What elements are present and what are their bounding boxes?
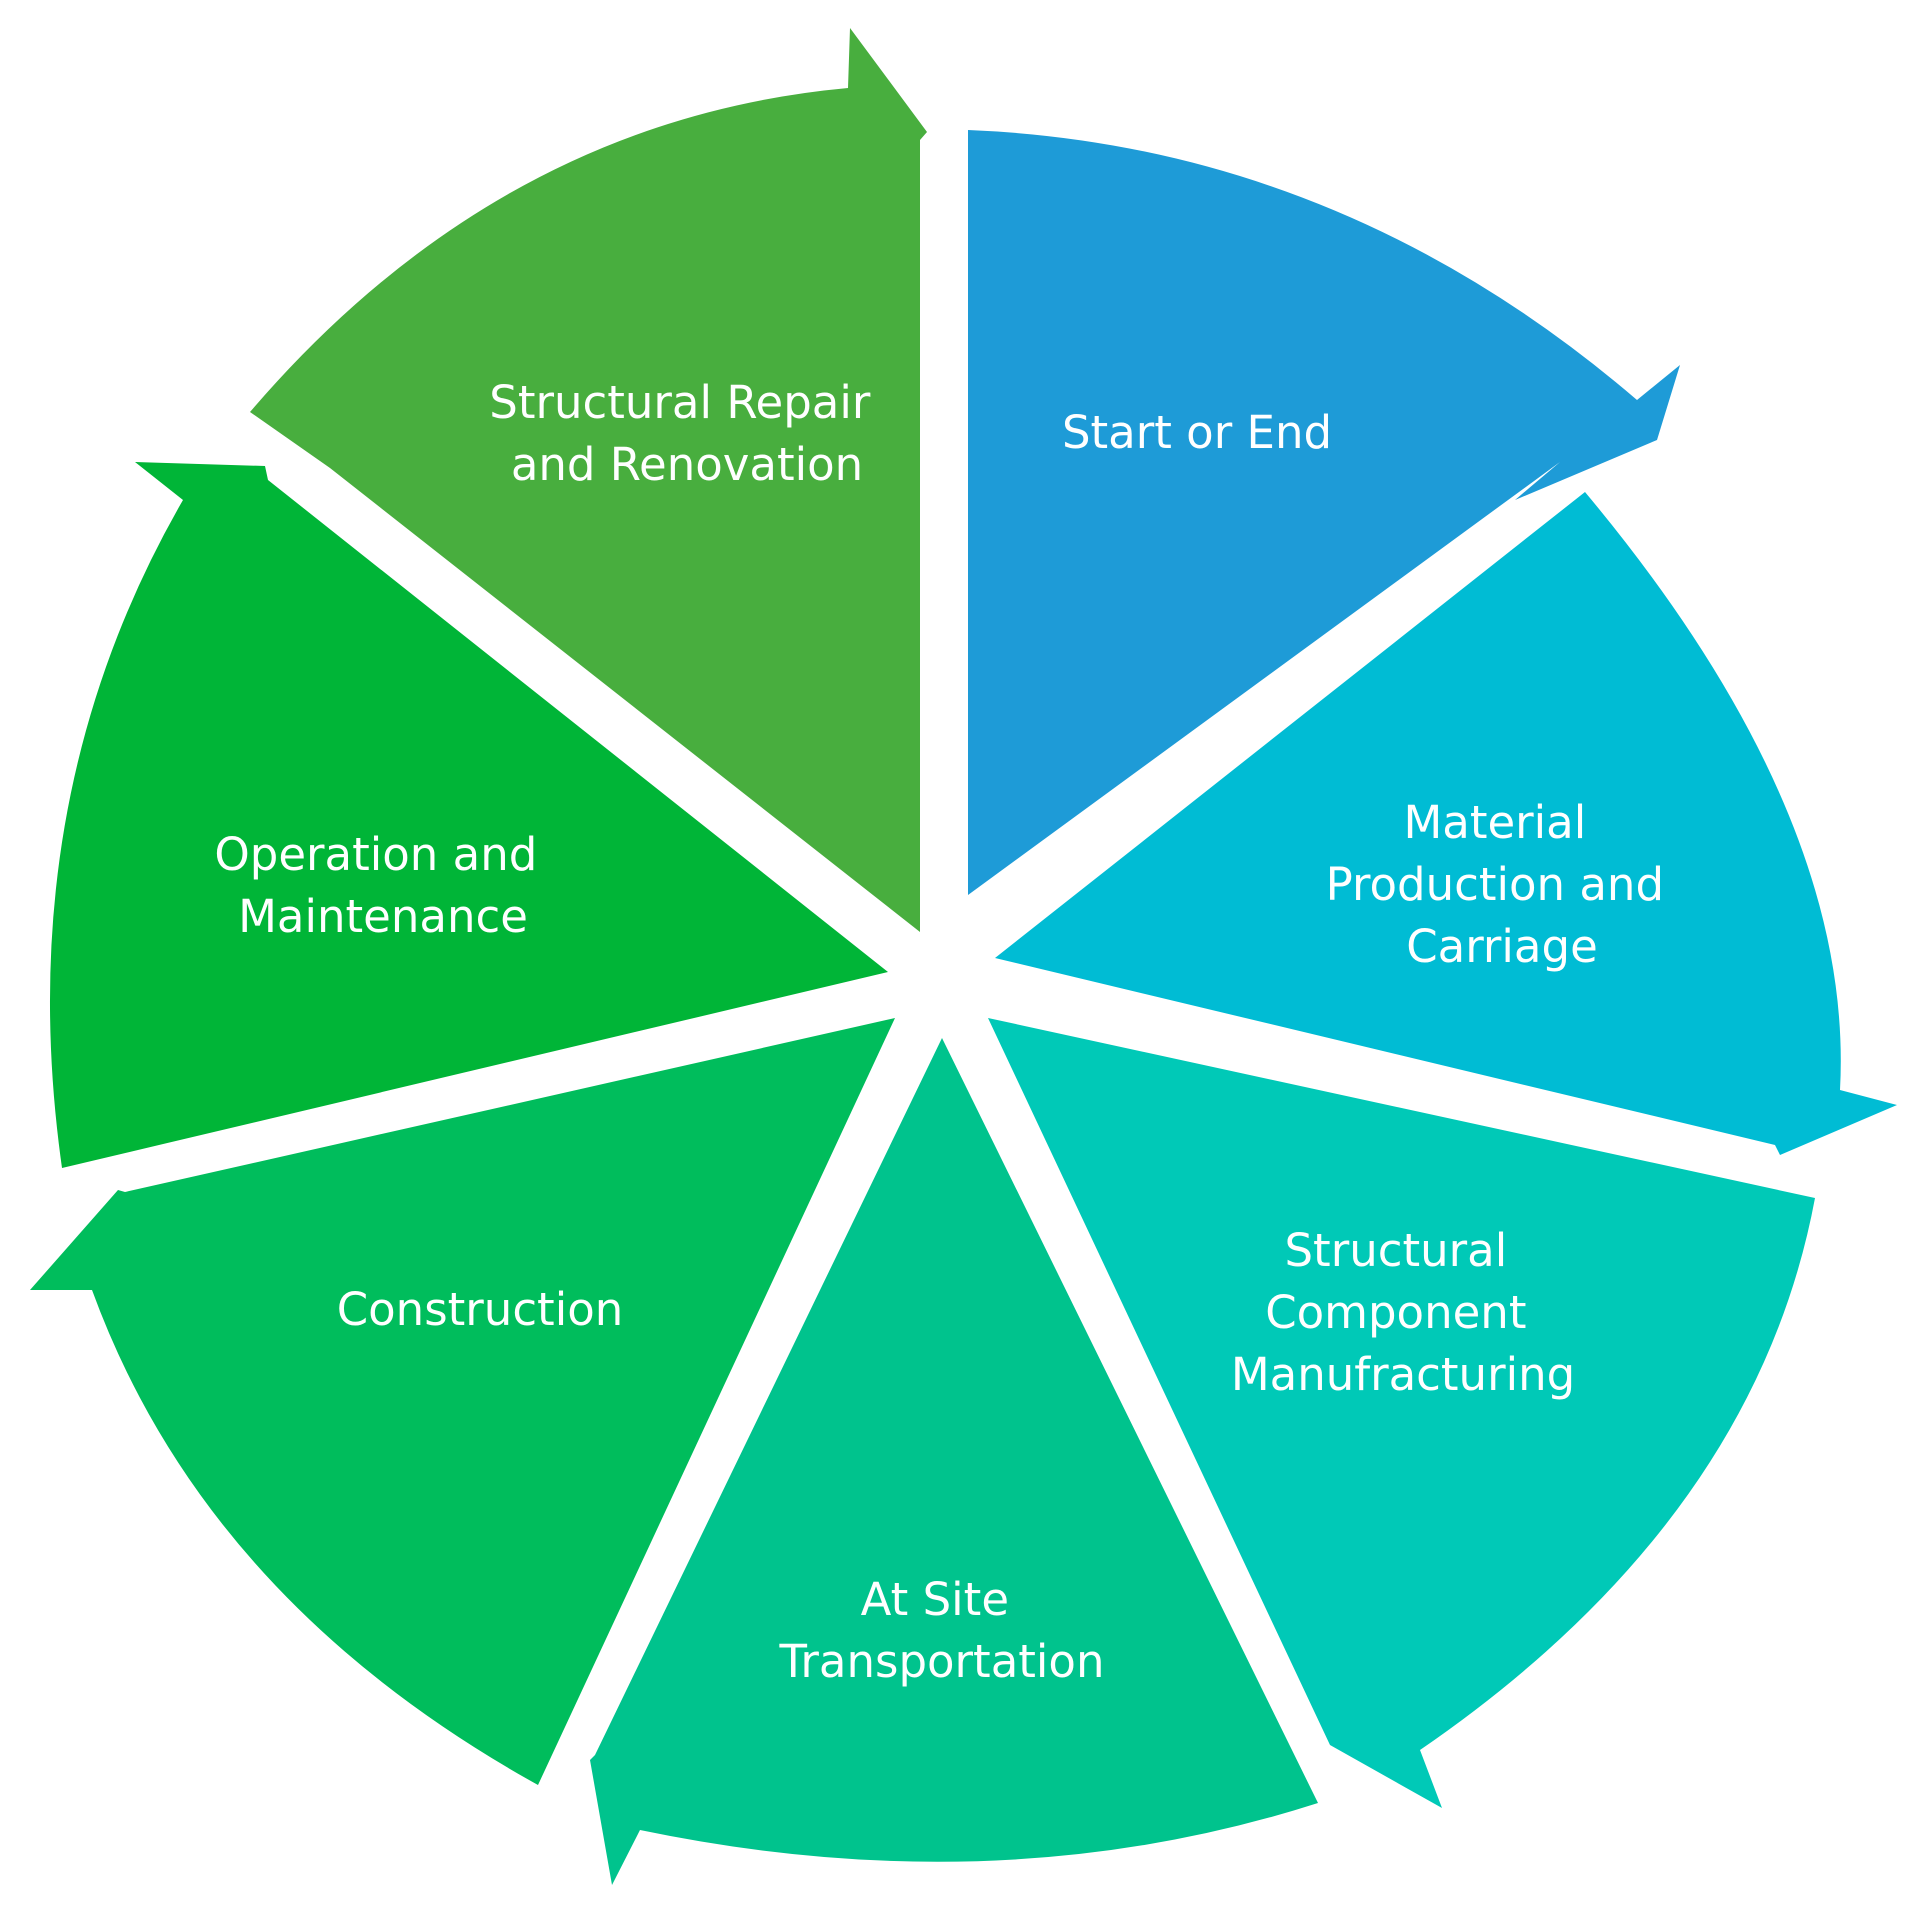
segment-label-line: and Renovation (511, 438, 863, 491)
segment-label-line: Carriage (1406, 920, 1598, 973)
segment-shape-material-production (995, 492, 1897, 1155)
segment-label-line: Structural (1284, 1224, 1507, 1277)
segment-component-manufacturing: Structural Component Manufracturing (988, 1018, 1815, 1808)
segment-construction: Construction (30, 1018, 895, 1785)
segment-shape-start-or-end (968, 130, 1680, 895)
segment-shape-site-transportation (590, 1038, 1318, 1885)
segment-label-line: Component (1265, 1286, 1526, 1339)
segment-label-operation-maintenance: Operation and Maintenance (214, 828, 551, 943)
segment-start-or-end: Start or End (968, 130, 1680, 895)
segment-shape-operation-maintenance (49, 462, 888, 1168)
segment-material-production: Material Production and Carriage (995, 492, 1897, 1155)
segment-label-line: Start or End (1062, 406, 1332, 459)
segment-operation-maintenance: Operation and Maintenance (49, 462, 888, 1168)
segment-shape-repair-renovation (250, 28, 927, 932)
segment-label-start-or-end: Start or End (1062, 406, 1332, 459)
segment-label-repair-renovation: Structural Repair and Renovation (489, 376, 884, 491)
segment-site-transportation: At Site Transportation (590, 1038, 1318, 1885)
segment-label-line: Operation and (214, 828, 537, 881)
segment-repair-renovation: Structural Repair and Renovation (250, 28, 927, 932)
segment-label-construction: Construction (337, 1283, 624, 1336)
segment-label-line: Maintenance (238, 890, 528, 943)
segment-label-component-manufacturing: Structural Component Manufracturing (1231, 1224, 1575, 1401)
segment-label-material-production: Material Production and Carriage (1326, 796, 1679, 973)
segment-label-site-transportation: At Site Transportation (779, 1573, 1105, 1688)
segment-shape-component-manufacturing (988, 1018, 1815, 1808)
segment-label-line: Transportation (779, 1635, 1105, 1688)
segment-shape-construction (30, 1018, 895, 1785)
segment-label-line: Material (1403, 796, 1586, 849)
segment-label-line: Production and (1326, 858, 1664, 911)
segment-label-line: Manufracturing (1231, 1348, 1575, 1401)
segment-label-line: At Site (861, 1573, 1009, 1626)
segment-label-line: Construction (337, 1283, 624, 1336)
segment-label-line: Structural Repair (489, 376, 871, 429)
